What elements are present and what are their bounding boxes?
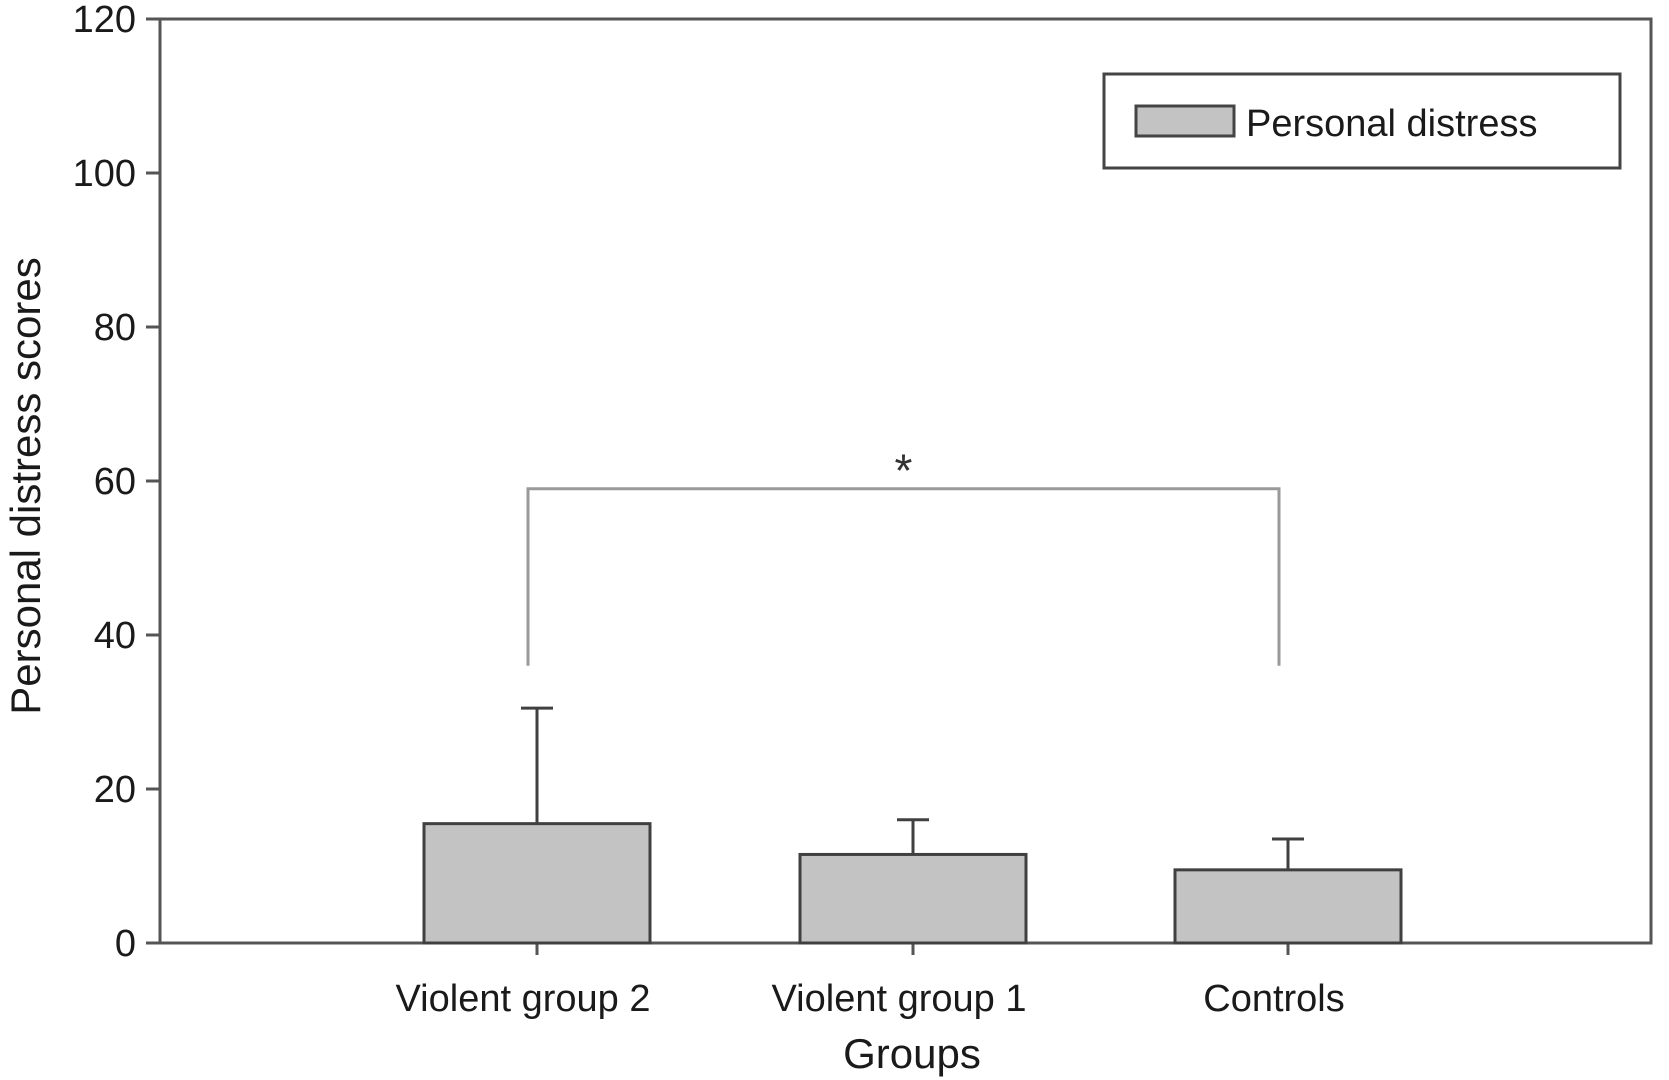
x-tick-label: Violent group 1 (772, 978, 1027, 1020)
y-tick-label: 100 (73, 153, 136, 195)
y-tick-label: 0 (115, 923, 136, 965)
error-bars (521, 706, 1304, 870)
bar (798, 852, 1028, 945)
bars (422, 822, 1403, 945)
x-tick-label: Violent group 2 (396, 978, 651, 1020)
y-tick-label: 80 (94, 307, 136, 349)
y-axis-title: Personal distress scores (2, 257, 49, 715)
bar (422, 822, 652, 945)
significance-bracket (526, 487, 1281, 666)
y-tick-label: 40 (94, 615, 136, 657)
legend-swatch (1134, 104, 1236, 138)
significance-annotation: * (526, 445, 1281, 666)
x-axis-title: Groups (843, 1030, 981, 1077)
legend-label: Personal distress (1246, 103, 1537, 145)
x-tick-label: Controls (1203, 978, 1345, 1020)
significance-marker: * (895, 445, 913, 497)
y-tick-label: 20 (94, 769, 136, 811)
legend: Personal distress (1102, 72, 1622, 170)
y-tick-label: 120 (73, 0, 136, 41)
bar (1173, 868, 1403, 945)
y-tick-label: 60 (94, 461, 136, 503)
